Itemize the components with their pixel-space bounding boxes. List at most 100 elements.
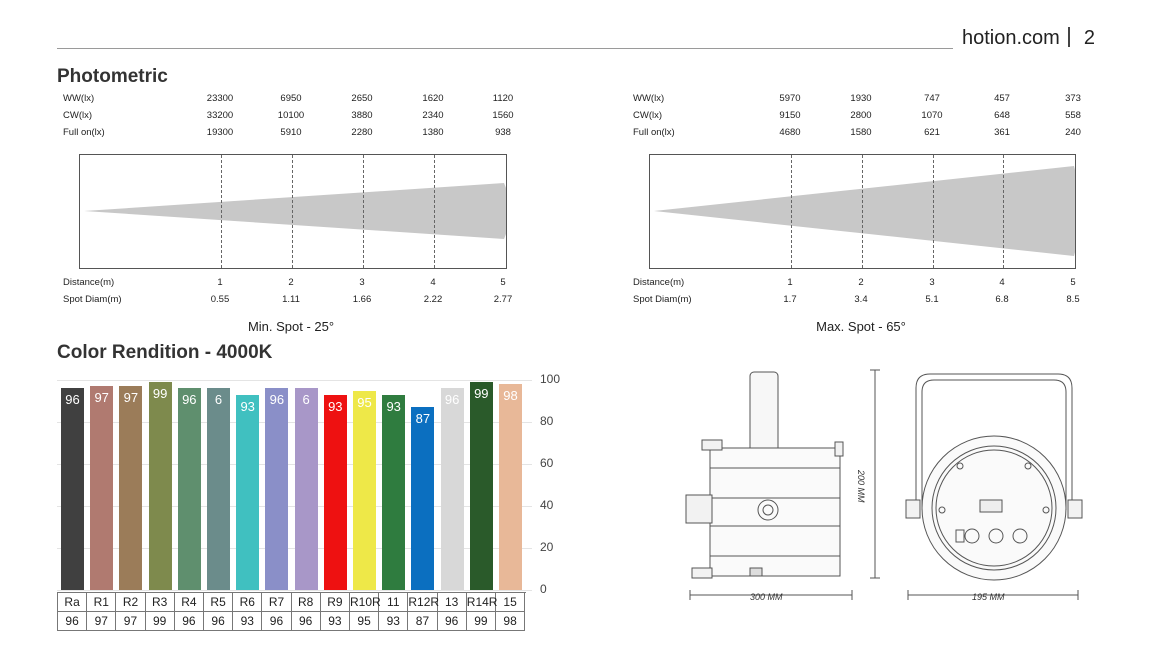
lux-value: 2280 — [351, 127, 373, 138]
spot-diam-value: 1.66 — [352, 294, 372, 305]
lux-value: 9150 — [779, 110, 801, 121]
cri-bar: 96 — [440, 388, 464, 590]
y-tick-label: 40 — [540, 498, 554, 512]
table-value: 96 — [174, 612, 204, 631]
lux-value: 3880 — [351, 110, 373, 121]
lux-row-label: WW(lx) — [633, 93, 665, 104]
lux-value: 558 — [1065, 110, 1081, 121]
spot-diam-value: 1.11 — [282, 294, 300, 305]
y-tick-label: 0 — [540, 582, 547, 596]
cri-bar: 99 — [469, 382, 493, 590]
distance-gridline — [1003, 155, 1004, 268]
lux-value: 938 — [495, 127, 511, 138]
lux-row-label: WW(lx) — [63, 93, 95, 104]
lux-value: 2340 — [422, 110, 444, 121]
table-value: 97 — [87, 612, 117, 631]
spot-diam-value: 3.4 — [854, 294, 868, 305]
table-category: R14R — [466, 593, 497, 612]
table-value: 93 — [233, 612, 263, 631]
spot-diam-value: 6.8 — [995, 294, 1009, 305]
bar-value-label: 96 — [65, 392, 80, 408]
table-category: 15 — [496, 593, 526, 612]
table-category: R9 — [320, 593, 350, 612]
lux-value: 6950 — [280, 93, 302, 104]
bar-value-label: 99 — [474, 386, 489, 402]
lux-value: 1560 — [492, 110, 514, 121]
cri-bar: 99 — [148, 382, 172, 590]
distance-gridline — [221, 155, 222, 268]
bar-value-label: 95 — [357, 394, 372, 410]
side-view — [685, 369, 880, 600]
distance-value: 2 — [858, 277, 864, 288]
cri-bar: 96 — [265, 388, 289, 590]
distance-gridline — [292, 155, 293, 268]
cri-bar: 87 — [411, 407, 435, 590]
distance-value: 3 — [359, 277, 365, 288]
beam-diagram — [649, 154, 1076, 269]
cri-bar: 96 — [177, 388, 201, 590]
distance-label: Distance(m) — [63, 277, 115, 288]
table-category: R1 — [87, 593, 117, 612]
y-gridline — [57, 464, 532, 465]
cri-bar: 97 — [90, 386, 114, 590]
beam-cone — [84, 183, 506, 239]
table-value: 96 — [58, 612, 88, 631]
spot-caption: Min. Spot - 25° — [247, 319, 335, 334]
table-category: R8 — [291, 593, 321, 612]
distance-value: 1 — [787, 277, 793, 288]
table-value: 96 — [204, 612, 234, 631]
y-tick-label: 80 — [540, 414, 554, 428]
lux-row-label: Full on(lx) — [63, 127, 105, 138]
spot-diam-value: 0.55 — [210, 294, 230, 305]
header-separator — [1067, 27, 1070, 47]
table-value: 96 — [291, 612, 321, 631]
table-value: 93 — [320, 612, 350, 631]
table-value: 99 — [466, 612, 496, 631]
cri-bar: 96 — [61, 388, 84, 590]
lux-row-label: CW(lx) — [63, 110, 93, 121]
table-category: R6 — [233, 593, 263, 612]
lux-value: 1380 — [422, 127, 444, 138]
bar-value-label: 96 — [182, 392, 197, 408]
cri-bar: 93 — [236, 394, 260, 590]
front-width-label: 195 MM — [972, 592, 1005, 602]
lux-value: 2650 — [351, 93, 373, 104]
beam-diagram — [79, 154, 507, 269]
cri-bar: 93 — [323, 394, 347, 590]
lux-value: 240 — [1065, 127, 1081, 138]
spot-diam-label: Spot Diam(m) — [633, 294, 692, 305]
lux-value: 747 — [924, 93, 940, 104]
distance-value: 4 — [999, 277, 1005, 288]
y-gridline — [57, 590, 532, 591]
distance-value: 3 — [929, 277, 935, 288]
beam-shape — [654, 166, 1075, 256]
distance-value: 4 — [430, 277, 436, 288]
table-value: 97 — [116, 612, 146, 631]
cri-bar: 97 — [119, 386, 143, 590]
lux-value: 5970 — [779, 93, 801, 104]
table-category: 13 — [437, 593, 467, 612]
side-width-label: 300 MM — [750, 592, 783, 602]
spot-diam-value: 1.7 — [783, 294, 797, 305]
table-category: R2 — [116, 593, 146, 612]
lux-value: 1930 — [850, 93, 872, 104]
y-gridline — [57, 422, 532, 423]
lux-value: 1620 — [422, 93, 444, 104]
distance-label: Distance(m) — [633, 277, 685, 288]
distance-value: 5 — [1070, 277, 1076, 288]
table-value: 87 — [408, 612, 438, 631]
table-value: 95 — [350, 612, 380, 631]
table-value: 96 — [262, 612, 292, 631]
bar-value-label: 96 — [269, 392, 285, 408]
lux-value: 19300 — [206, 127, 234, 138]
bar-value-label: 97 — [94, 390, 109, 406]
spot-diam-value: 5.1 — [925, 294, 939, 305]
bar-value-label: 93 — [240, 398, 255, 414]
y-tick-label: 100 — [540, 372, 561, 386]
cri-bar: 6 — [294, 388, 318, 590]
table-value: 98 — [496, 612, 526, 631]
table-category: 11 — [379, 593, 409, 612]
photometric-title: Photometric — [57, 66, 168, 87]
